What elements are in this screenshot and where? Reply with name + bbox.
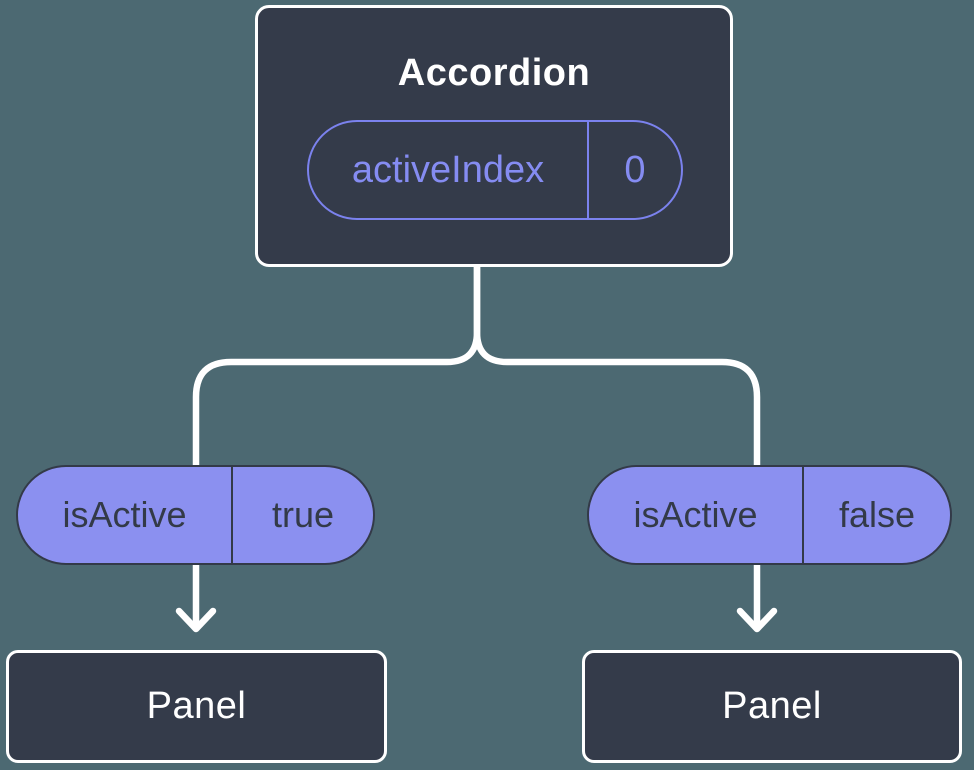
prop-pill-isactive-false: isActive false [587, 465, 952, 565]
state-name-label: activeIndex [351, 148, 545, 191]
accordion-node: Accordion activeIndex 0 [255, 5, 733, 267]
accordion-node-title: Accordion [397, 52, 591, 94]
state-value-label: 0 [587, 122, 681, 218]
prop-pill-isactive-true: isActive true [16, 465, 375, 565]
arrowhead-left-icon [175, 607, 217, 633]
panel-node-left: Panel [6, 650, 387, 763]
prop-name-label: isActive [633, 494, 758, 535]
prop-name-label: isActive [62, 494, 187, 535]
arrowhead-right-icon [736, 607, 778, 633]
panel-node-title: Panel [146, 685, 247, 727]
connector-right-branch [473, 258, 761, 632]
state-pill-activeindex: activeIndex 0 [307, 120, 683, 220]
prop-value-label: false [802, 467, 950, 563]
connector-left-branch [192, 258, 481, 632]
panel-node-right: Panel [582, 650, 962, 763]
panel-node-title: Panel [722, 685, 822, 727]
prop-value-label: true [231, 467, 373, 563]
